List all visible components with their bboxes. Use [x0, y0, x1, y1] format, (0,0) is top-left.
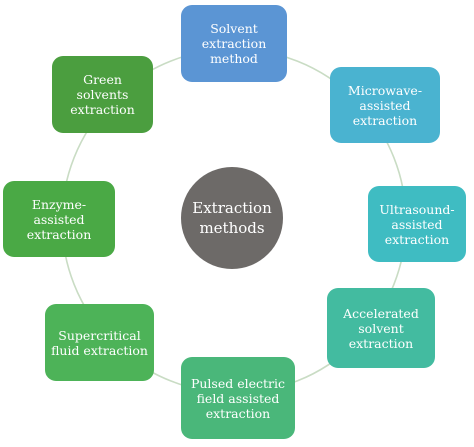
method-node-green-solvents: Green solvents extraction: [52, 56, 153, 133]
method-node-solvent-extraction: Solvent extraction method: [181, 5, 287, 82]
method-node-supercritical-fluid: Supercritical fluid extraction: [45, 304, 154, 381]
center-node-extraction-methods: Extraction methods: [181, 167, 283, 269]
method-node-ultrasound-assisted: Ultrasound- assisted extraction: [368, 186, 466, 262]
method-node-microwave-assisted: Microwave- assisted extraction: [330, 67, 440, 143]
method-node-enzyme-assisted: Enzyme-assisted extraction: [3, 181, 115, 257]
method-node-pulsed-electric-field: Pulsed electric field assisted extractio…: [181, 357, 295, 439]
method-node-accelerated-solvent: Accelerated solvent extraction: [327, 288, 435, 368]
